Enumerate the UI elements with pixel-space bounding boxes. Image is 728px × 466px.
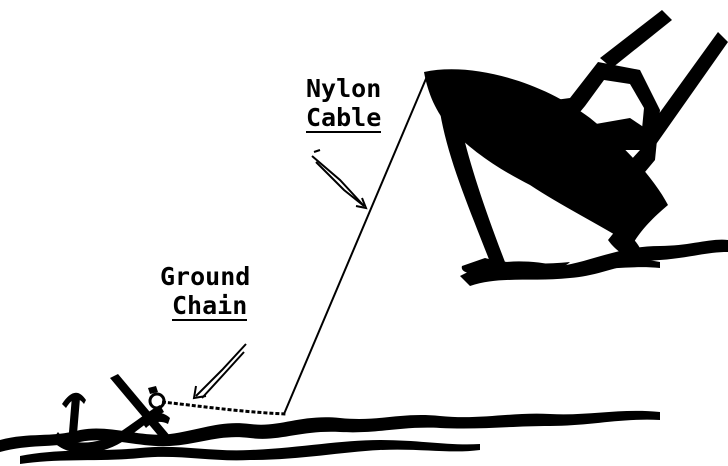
nylon-label-line1: Nylon <box>306 74 382 103</box>
ground-callout-arrow <box>192 343 247 400</box>
nylon-callout-arrow <box>311 149 368 210</box>
boat-waves-icon <box>460 239 728 286</box>
ground-chain <box>148 392 287 416</box>
nylon-label-line2: Cable <box>306 103 382 133</box>
seabed-waves-icon <box>0 410 660 464</box>
nylon-cable-label: Nylon Cable <box>306 74 382 133</box>
nylon-cable-line <box>283 73 429 415</box>
ground-label-line1: Ground <box>160 262 251 291</box>
ground-chain-label: Ground Chain <box>160 262 250 321</box>
ground-label-line2: Chain <box>172 291 248 321</box>
boat-icon <box>424 10 728 274</box>
